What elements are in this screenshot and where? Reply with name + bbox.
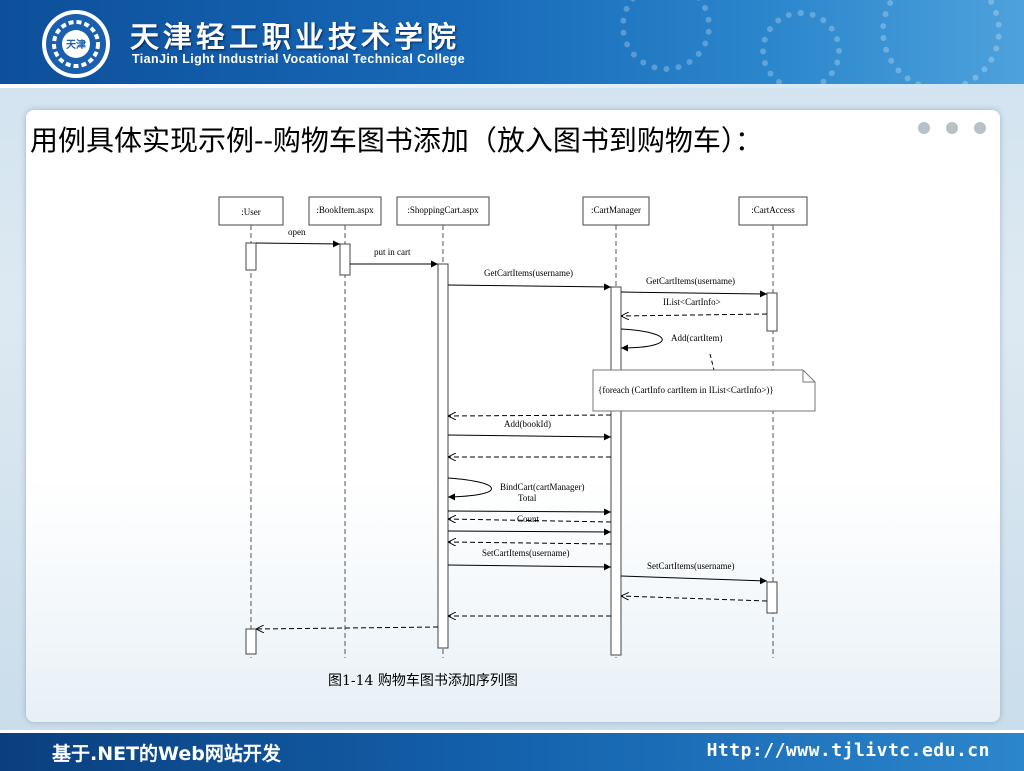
activation-bar — [245, 628, 257, 655]
svg-text:GetCartItems(username): GetCartItems(username) — [484, 268, 573, 278]
svg-text:SetCartItems(username): SetCartItems(username) — [647, 561, 734, 571]
message-bind-cart: BindCart(cartManager) — [447, 477, 584, 501]
svg-text:SetCartItems(username): SetCartItems(username) — [482, 548, 569, 558]
svg-text::User: :User — [241, 207, 261, 217]
gear-decoration — [880, 0, 1002, 84]
message-get-cart-items-1: GetCartItems(username) — [447, 268, 612, 291]
message-set-cart-items-1: SetCartItems(username) — [447, 548, 612, 571]
activation-bar — [610, 286, 622, 656]
svg-text::ShoppingCart.aspx: :ShoppingCart.aspx — [407, 205, 479, 215]
sequence-diagram: :User :BookItem.aspx :ShoppingCart.aspx … — [218, 196, 816, 658]
svg-text:put in cart: put in cart — [374, 247, 411, 257]
college-name-cn: 天津轻工职业技术学院 — [130, 20, 461, 54]
svg-text:Count: Count — [517, 514, 540, 524]
svg-text:Add(bookId): Add(bookId) — [504, 419, 551, 429]
activation-bar — [245, 242, 257, 271]
figure-caption: 图1-14 购物车图书添加序列图 — [328, 673, 518, 689]
svg-text::CartAccess: :CartAccess — [751, 205, 795, 215]
content-card: 用例具体实现示例--购物车图书添加（放入图书到购物车）： :User :Book… — [26, 110, 1000, 722]
svg-text:open: open — [288, 227, 306, 237]
message-return-1 — [448, 415, 612, 416]
activation-bar — [339, 243, 351, 276]
foreach-note: {foreach (CartInfo cartItem in IList<Car… — [592, 369, 816, 412]
message-get-cart-items-2: GetCartItems(username) — [620, 276, 768, 298]
lifeline-cartaccess: :CartAccess — [738, 196, 808, 658]
dot-icon — [918, 122, 930, 134]
activation-bar — [437, 263, 449, 649]
slide-dots — [918, 122, 986, 134]
svg-text:GetCartItems(username): GetCartItems(username) — [646, 276, 735, 286]
message-add-cart-item: Add(cartItem) — [620, 328, 722, 352]
message-return-3 — [621, 596, 768, 602]
message-add-book-id: Add(bookId) — [447, 419, 612, 441]
message-return-5 — [256, 627, 439, 629]
message-count-return — [448, 542, 612, 544]
course-name: 基于.NET的Web网站开发 — [52, 743, 281, 765]
message-total: Total — [447, 493, 612, 516]
note-connector — [709, 353, 715, 371]
slide-title: 用例具体实现示例--购物车图书添加（放入图书到购物车）： — [30, 124, 763, 157]
svg-text:IList<CartInfo>: IList<CartInfo> — [663, 297, 721, 307]
svg-text:Add(cartItem): Add(cartItem) — [671, 333, 722, 343]
website-url: Http://www.tjlivtc.edu.cn — [706, 740, 990, 761]
svg-text::CartManager: :CartManager — [591, 205, 641, 215]
activation-bar — [766, 581, 778, 614]
svg-text::BookItem.aspx: :BookItem.aspx — [316, 205, 374, 215]
svg-text:{foreach (CartInfo cartItem in: {foreach (CartInfo cartItem in IList<Car… — [598, 385, 774, 395]
footer-bar: 基于.NET的Web网站开发 Http://www.tjlivtc.edu.cn — [0, 730, 1024, 771]
message-put-in-cart: put in cart — [350, 247, 438, 268]
header-banner: 天津 天津轻工职业技术学院 TianJin Light Industrial V… — [0, 0, 1024, 84]
header-divider — [0, 84, 1024, 88]
logo-text: 天津 — [66, 38, 86, 51]
lifeline-bookitem: :BookItem.aspx — [308, 196, 382, 658]
gear-decoration — [620, 0, 712, 72]
message-total-return — [448, 519, 612, 522]
message-set-cart-items-2: SetCartItems(username) — [620, 561, 768, 585]
dot-icon — [974, 122, 986, 134]
svg-text:Total: Total — [518, 493, 537, 503]
svg-text:BindCart(cartManager): BindCart(cartManager) — [500, 482, 584, 492]
message-open: open — [255, 227, 341, 248]
college-logo-icon: 天津 — [42, 10, 110, 78]
lifeline-user: :User — [218, 196, 284, 658]
gear-decoration — [760, 10, 842, 84]
activation-bar — [766, 292, 778, 332]
dot-icon — [946, 122, 958, 134]
college-name-en: TianJin Light Industrial Vocational Tech… — [132, 52, 466, 66]
message-ilist-return: IList<CartInfo> — [621, 297, 768, 316]
message-count: Count — [447, 514, 612, 536]
